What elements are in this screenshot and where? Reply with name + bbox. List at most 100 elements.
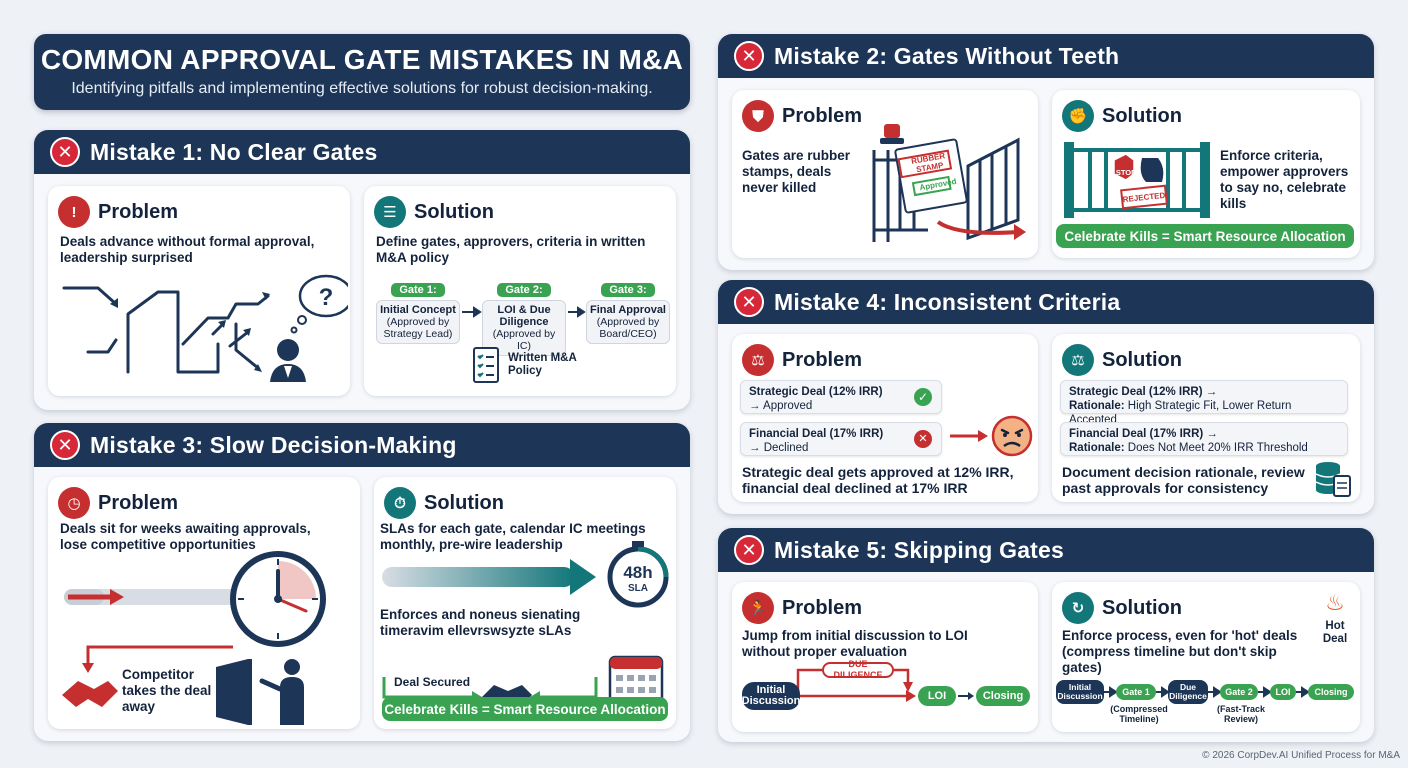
solution-row-financial-rationale: Does Not Meet 20% IRR Threshold <box>1127 442 1308 454</box>
mistake-3-solution-card: ⏱ Solution SLAs for each gate, calendar … <box>374 477 676 729</box>
open-gate-stamp-illustration <box>872 124 1026 242</box>
solution-row-financial: Financial Deal (17% IRR) → Rationale: Do… <box>1060 422 1348 456</box>
mistake-1-problem-card: ! Problem Deals advance without formal a… <box>48 186 350 396</box>
mistake-2-title: Mistake 2: Gates Without Teeth <box>774 42 1120 69</box>
flow-skipped-due-diligence: DUE DILIGENCE <box>822 659 894 680</box>
gate-3-tag: Gate 3: <box>601 283 655 297</box>
mistake-1-panel: ✕ Mistake 1: No Clear Gates ! Problem De… <box>34 130 690 410</box>
solution-title: Solution <box>1102 596 1182 619</box>
x-mark-icon: ✕ <box>734 535 764 565</box>
solution-title: Solution <box>1102 104 1182 127</box>
process-runner-icon: ↻ <box>1062 592 1094 624</box>
gate-arrows <box>462 306 586 318</box>
svg-text:?: ? <box>319 284 334 311</box>
mistake-3-panel: ✕ Mistake 3: Slow Decision-Making ◷ Prob… <box>34 423 690 741</box>
mistake-5-problem-card: 🏃 Problem Jump from initial discussion t… <box>732 582 1038 732</box>
mistake-4-panel: ✕ Mistake 4: Inconsistent Criteria ⚖ Pro… <box>718 280 1374 514</box>
mistake-5-header: ✕ Mistake 5: Skipping Gates <box>718 528 1374 572</box>
check-icon: ✓ <box>914 388 932 406</box>
mistake-4-problem-card: ⚖ Problem Strategic Deal (12% IRR) → App… <box>732 334 1038 502</box>
mistake-3-title: Mistake 3: Slow Decision-Making <box>90 431 457 458</box>
mistake-4-solution-text: Document decision rationale, review past… <box>1062 464 1305 496</box>
mistake-4-solution-card: ⚖ Solution Strategic Deal (12% IRR) → Ra… <box>1052 334 1360 502</box>
mistake-4-title: Mistake 4: Inconsistent Criteria <box>774 288 1121 315</box>
mistake-2-header: ✕ Mistake 2: Gates Without Teeth <box>718 34 1374 78</box>
mistake-2-solution-card: ✊ Solution STOP REJECTED Enforce criteri… <box>1052 90 1360 258</box>
gate-1-name: Initial Concept <box>380 304 456 316</box>
gate-2: Gate 2: LOI & Due Diligence (Approved by… <box>482 280 566 356</box>
gate-1-tag: Gate 1: <box>391 283 445 297</box>
mistake-1-header: ✕ Mistake 1: No Clear Gates <box>34 130 690 174</box>
compressed-timeline-note: (Compressed Timeline) <box>1110 704 1168 724</box>
mistake-2-banner: Celebrate Kills = Smart Resource Allocat… <box>1056 224 1354 248</box>
page-subtitle: Identifying pitfalls and implementing ef… <box>71 80 653 97</box>
problem-row-strategic-title: Strategic Deal (12% IRR) <box>749 386 883 398</box>
gate-3: Gate 3: Final Approval (Approved by Boar… <box>586 280 670 344</box>
mistake-4-problem-text: Strategic deal gets approved at 12% IRR,… <box>742 464 1014 496</box>
clipboard-icon: ☰ <box>374 196 406 228</box>
gate-2-approver: (Approved by IC) <box>492 328 556 352</box>
alarm-icon: ! <box>58 196 90 228</box>
unbalanced-scale-icon: ⚖ <box>742 344 774 376</box>
competitor-text: Competitor takes the deal away <box>122 667 212 714</box>
mistake-5-solution-card: ↻ Solution ♨ Hot Deal Enforce process, e… <box>1052 582 1360 732</box>
closed-gate-illustration <box>1064 142 1210 218</box>
solution-title: Solution <box>1102 348 1182 371</box>
problem-row-financial: Financial Deal (17% IRR) → Declined <box>740 422 942 456</box>
mistake-5-title: Mistake 5: Skipping Gates <box>774 536 1065 563</box>
solution-row-strategic: Strategic Deal (12% IRR) → Rationale: Hi… <box>1060 380 1348 426</box>
header-banner: COMMON APPROVAL GATE MISTAKES IN M&A Ide… <box>34 34 690 110</box>
solution-row-strategic-title: Strategic Deal (12% IRR) → <box>1069 386 1218 398</box>
mistake-5-problem-text: Jump from initial discussion to LOI with… <box>742 628 968 659</box>
balanced-scale-icon: ⚖ <box>1062 344 1094 376</box>
mistake-2-panel: ✕ Mistake 2: Gates Without Teeth ⛊ Probl… <box>718 34 1374 270</box>
gate-3-approver: (Approved by Board/CEO) <box>596 316 660 340</box>
x-mark-icon: ✕ <box>734 41 764 71</box>
flow-due-diligence: Due Diligence <box>1168 680 1208 704</box>
gate-2-name: LOI & Due Diligence <box>497 304 551 328</box>
mistake-2-problem-text: Gates are rubber stamps, deals never kil… <box>742 148 851 195</box>
mistake-3-header: ✕ Mistake 3: Slow Decision-Making <box>34 423 690 467</box>
mistake-3-solution-text: SLAs for each gate, calendar IC meetings… <box>380 521 646 552</box>
tangled-arrows-icon: ? <box>62 274 348 382</box>
mistake-3-banner: Celebrate Kills = Smart Resource Allocat… <box>382 697 668 721</box>
mistake-1-solution-text: Define gates, approvers, criteria in wri… <box>376 234 646 265</box>
x-mark-icon: ✕ <box>734 287 764 317</box>
flow-gate-1: Gate 1 <box>1116 684 1156 700</box>
stop-sign-text: STOP <box>1115 168 1137 177</box>
solution-row-financial-title: Financial Deal (17% IRR) → <box>1069 428 1218 440</box>
mistake-4-header: ✕ Mistake 4: Inconsistent Criteria <box>718 280 1374 324</box>
frustrated-face-icon <box>950 415 1033 457</box>
solution-title: Solution <box>414 200 494 223</box>
policy-document-icon <box>473 347 499 383</box>
flow-loi: LOI <box>1270 684 1296 700</box>
flow-loi: LOI <box>918 686 956 706</box>
fast-track-note: (Fast-Track Review) <box>1216 704 1266 724</box>
mistake-2-solution-text: Enforce criteria, empower approvers to s… <box>1220 148 1349 211</box>
stamp-icon: ⛊ <box>742 100 774 132</box>
strength-icon: ✊ <box>1062 100 1094 132</box>
footer-copyright: © 2026 CorpDev.AI Unified Process for M&… <box>1202 750 1400 761</box>
mistake-1-problem-text: Deals advance without formal approval, l… <box>60 234 315 265</box>
problem-title: Problem <box>782 596 863 619</box>
mistake-1-solution-card: ☰ Solution Define gates, approvers, crit… <box>364 186 676 396</box>
gate-1-approver: (Approved by Strategy Lead) <box>383 316 453 340</box>
mistake-2-problem-card: ⛊ Problem Gates are rubber stamps, deals… <box>732 90 1038 258</box>
flow-initial-discussion: Initial Discussion <box>1056 680 1104 704</box>
clock-icon: ◷ <box>58 487 90 519</box>
mistake-3-problem-card: ◷ Problem Deals sit for weeks awaiting a… <box>48 477 360 729</box>
database-document-icon <box>1315 462 1351 497</box>
deal-secured-label: Deal Secured <box>394 675 471 689</box>
sla-value: 48h <box>623 563 653 582</box>
mistake-3-problem-text: Deals sit for weeks awaiting approvals, … <box>60 521 311 552</box>
running-person-icon: 🏃 <box>742 592 774 624</box>
gate-2-tag: Gate 2: <box>497 283 551 297</box>
problem-row-financial-title: Financial Deal (17% IRR) <box>749 428 884 440</box>
mistake-1-title: Mistake 1: No Clear Gates <box>90 138 378 165</box>
skip-flow-arrows <box>796 668 974 702</box>
compressed-flow-arrows <box>1104 686 1310 698</box>
flow-gate-2: Gate 2 <box>1220 684 1258 700</box>
problem-row-strategic-result: → Approved <box>749 400 813 412</box>
cross-icon: ✕ <box>914 430 932 448</box>
waiting-clock-illustration <box>62 551 326 725</box>
